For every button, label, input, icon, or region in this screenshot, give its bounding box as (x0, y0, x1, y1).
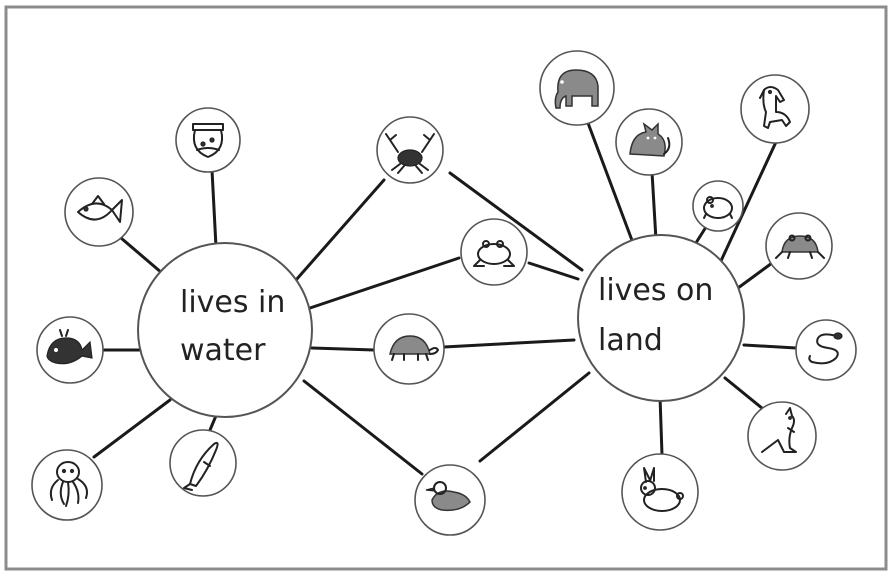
animal-node-elephant (539, 50, 615, 126)
edge-turtle-land (442, 338, 576, 349)
elephant-icon (554, 69, 599, 109)
animal-node-kangaroo (747, 401, 817, 471)
edge-water-crab (294, 178, 386, 282)
whale-icon (46, 329, 93, 365)
edge-water-fishbowl (210, 168, 218, 249)
animal-node-hamster (692, 180, 744, 232)
dolphin-icon (183, 441, 219, 491)
animal-node-duck (414, 464, 486, 536)
edge-duck-land (478, 371, 591, 463)
edge-water-octopus (92, 398, 172, 459)
kangaroo-icon (761, 407, 797, 453)
animal-node-snake (795, 319, 857, 381)
cat-icon (629, 122, 671, 157)
animal-node-cat (615, 108, 683, 176)
edge-land-elephant (586, 121, 635, 245)
connection-lines (92, 121, 798, 476)
duck-icon (425, 481, 471, 512)
animal-node-crab (376, 116, 444, 184)
animal-node-toad (765, 212, 833, 280)
edge-land-dog (718, 140, 778, 265)
animal-node-fish (64, 177, 134, 247)
hub-lives-in-water: lives in water (137, 242, 313, 418)
hub-water-line2: water (180, 333, 266, 368)
animal-node-octopus (31, 449, 103, 521)
edge-water-frog (308, 256, 461, 310)
dog-icon (759, 86, 791, 129)
animal-node-dolphin (169, 429, 237, 497)
edge-water-turtle (310, 346, 376, 352)
edge-land-rabbit (658, 394, 664, 457)
animal-node-fishbowl (175, 107, 241, 173)
animal-node-whale (36, 316, 104, 384)
hub-land-line2: land (598, 323, 663, 358)
animal-node-frog (460, 218, 528, 286)
edge-crab-land (448, 171, 584, 272)
octopus-icon (49, 461, 88, 507)
rabbit-icon (640, 467, 684, 512)
edge-land-toad (736, 261, 774, 290)
animal-node-dog (740, 74, 810, 144)
fish-icon (77, 195, 123, 223)
edge-frog-land (527, 261, 580, 281)
animal-node-turtle (373, 313, 445, 385)
animal-node-rabbit (621, 453, 699, 531)
snake-icon (808, 332, 843, 365)
toad-icon (775, 234, 825, 259)
edge-water-duck (302, 379, 424, 476)
frog-icon (473, 240, 515, 267)
hub-water-line1: lives in (180, 285, 285, 320)
edge-land-kangaroo (723, 376, 770, 415)
edge-land-snake (742, 343, 798, 350)
fishbowl-icon (192, 123, 224, 158)
turtle-icon (389, 335, 439, 361)
hub-lives-on-land: lives on land (577, 234, 745, 402)
hub-land-line1: lives on (598, 273, 713, 308)
edge-land-cat (650, 170, 658, 242)
hamster-icon (703, 196, 733, 219)
crab-icon (385, 133, 435, 174)
